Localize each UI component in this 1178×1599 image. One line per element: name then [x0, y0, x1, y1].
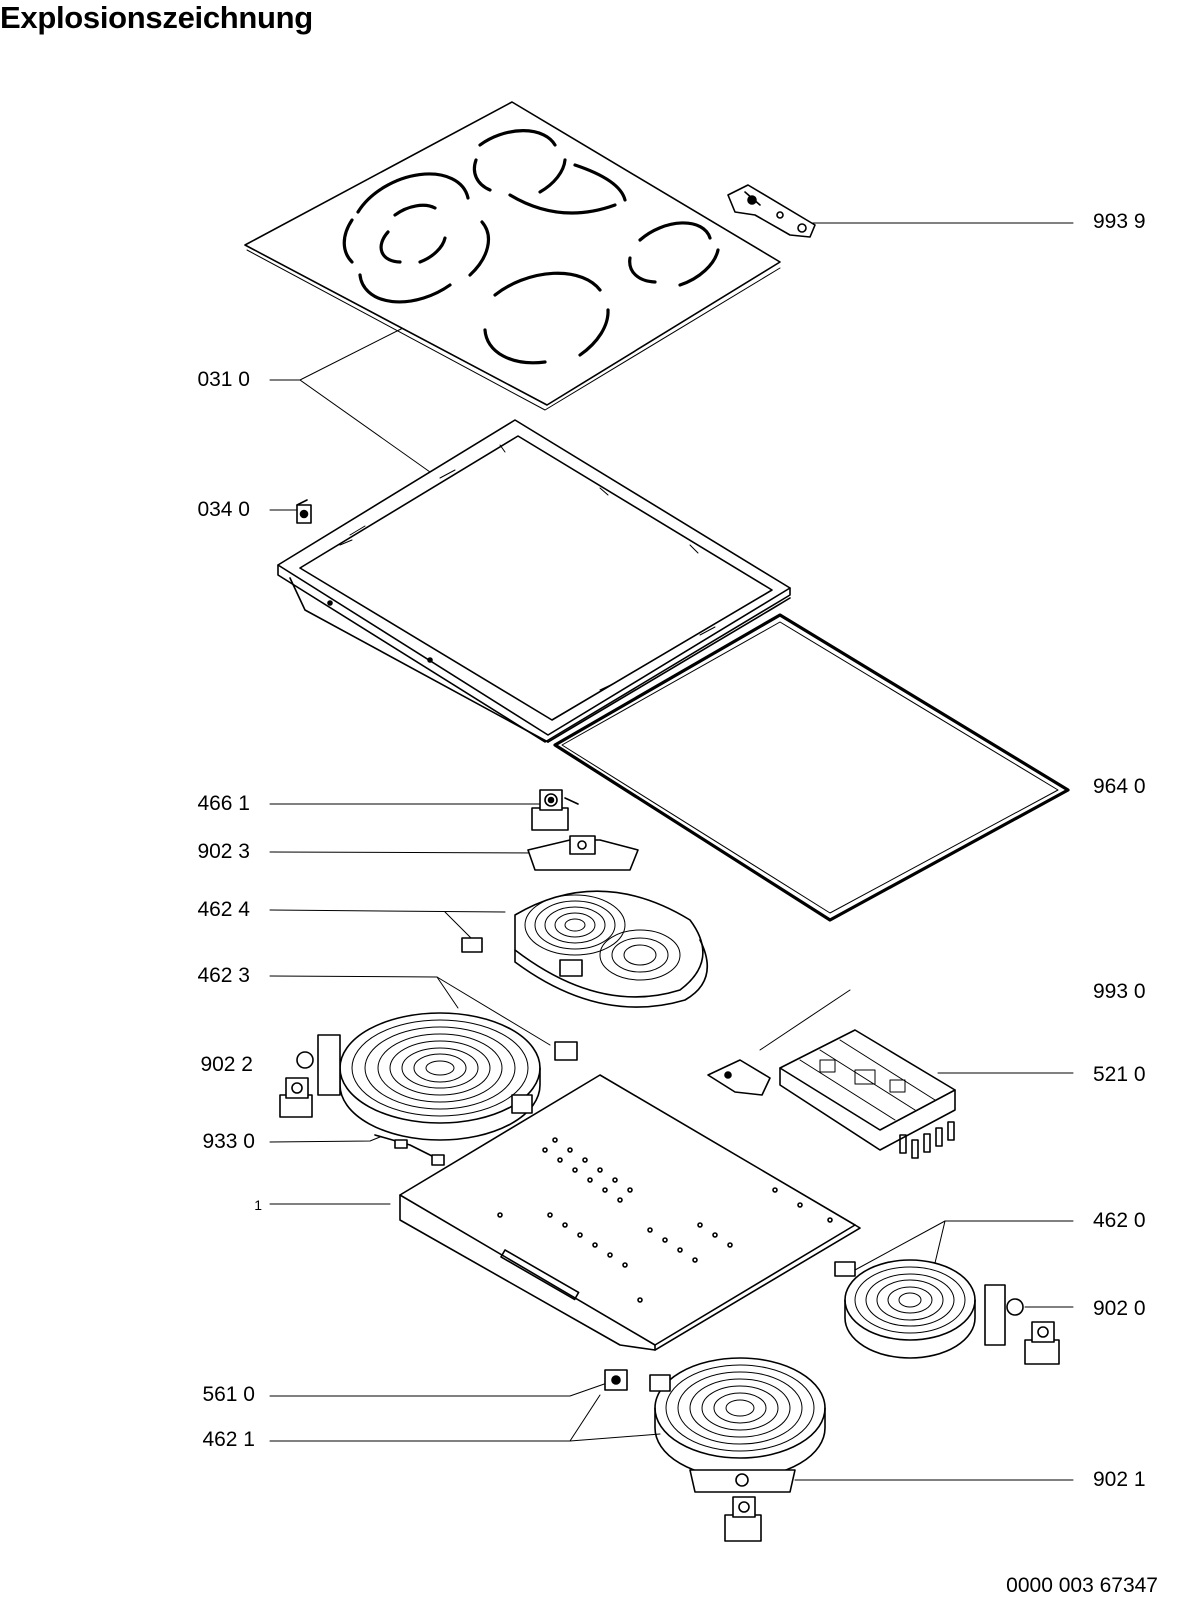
right-round-heater [834, 1259, 976, 1359]
clip-part [296, 499, 312, 524]
callout-label-964-0: 964 0 [1093, 775, 1146, 798]
bracket-mid [707, 1059, 771, 1096]
callout-label-521-0: 521 0 [1093, 1063, 1146, 1086]
callout-label-902-2: 902 2 [200, 1053, 253, 1076]
gasket-seal [553, 613, 1070, 922]
callout-label-902-0: 902 0 [1093, 1297, 1146, 1320]
leader-lines [269, 222, 1074, 1481]
terminal-block-top [531, 789, 579, 831]
page-title: Explosionszeichnung [0, 0, 313, 35]
thermal-limiter-part [604, 1369, 628, 1391]
callout-label-462-0: 462 0 [1093, 1209, 1146, 1232]
callout-label-466-1: 466 1 [197, 792, 250, 815]
callout-label-462-3: 462 3 [197, 964, 250, 987]
callout-label-902-1: 902 1 [1093, 1468, 1146, 1491]
callout-label-561-0: 561 0 [202, 1383, 255, 1406]
oval-dual-heater [461, 890, 709, 1008]
holder-bracket-right [984, 1284, 1060, 1365]
holder-bracket-bottom [689, 1469, 796, 1542]
holder-bracket-left [279, 1034, 341, 1118]
ceramic-glass-top [244, 101, 781, 411]
electronic-control-box [779, 1029, 956, 1159]
callout-label-993-9: 993 9 [1093, 210, 1146, 233]
callout-label-1: 1 [254, 1197, 262, 1213]
holder-bracket-top [527, 835, 639, 871]
callout-label-993-0: 993 0 [1093, 980, 1146, 1003]
bottom-round-heater [649, 1357, 826, 1479]
callout-label-902-3: 902 3 [197, 840, 250, 863]
document-number: 0000 003 67347 [1006, 1574, 1158, 1597]
hob-frame [277, 419, 791, 743]
callout-label-933-0: 933 0 [202, 1130, 255, 1153]
callout-label-031-0: 031 0 [197, 368, 250, 391]
callout-label-034-0: 034 0 [197, 498, 250, 521]
bottom-tray [399, 1074, 861, 1351]
callout-label-462-4: 462 4 [197, 898, 250, 921]
bracket-part [727, 184, 816, 238]
callout-label-462-1: 462 1 [202, 1428, 255, 1451]
sensor-part [374, 1134, 445, 1166]
